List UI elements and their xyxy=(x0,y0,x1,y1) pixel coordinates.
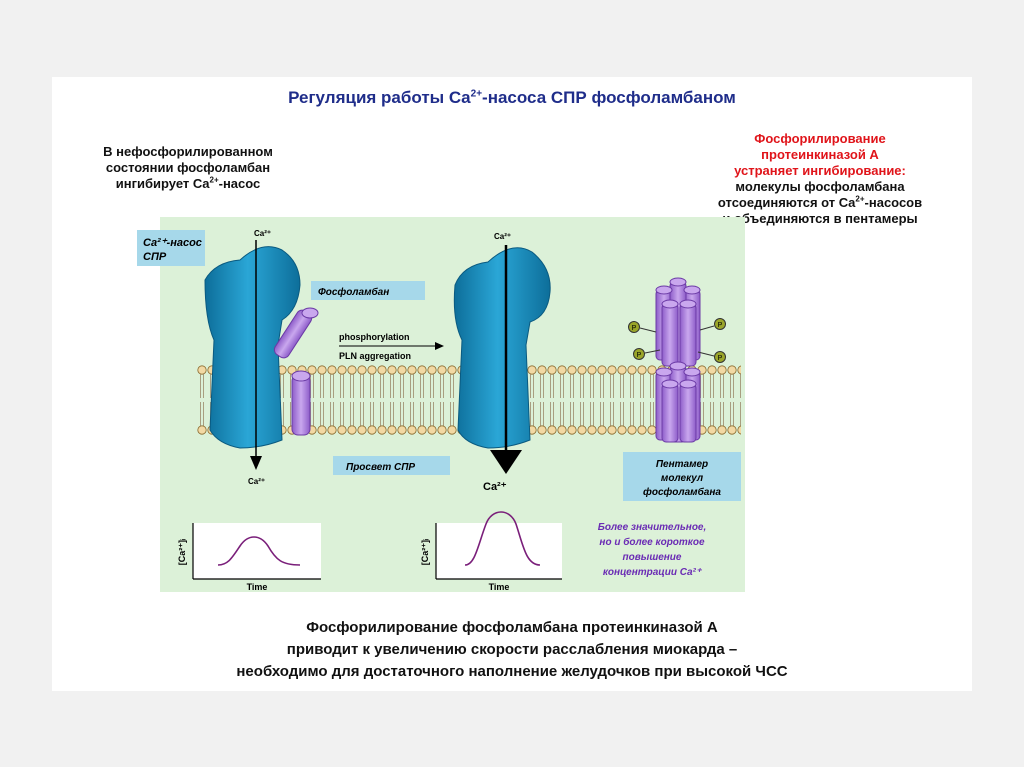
graph-ylabel-left: [Ca²⁺]ᵢ xyxy=(177,538,187,565)
ca-label-top-left: Ca²⁺ xyxy=(254,229,271,238)
ca-flux-arrowhead-right xyxy=(490,450,522,474)
phospholamban-label: Фосфоламбан xyxy=(318,286,389,298)
phosphate-label: P xyxy=(718,355,723,362)
note-line1: Более значительное, xyxy=(598,522,707,533)
conclusion-line2: приводит к увеличению скорости расслабле… xyxy=(0,639,1024,661)
transient-note: Более значительное, но и более короткое … xyxy=(598,522,707,578)
note-line2: но и более короткое xyxy=(599,536,705,548)
pentamer-label-line1: Пентамер xyxy=(656,459,708,470)
ca-transient-graph-left: [Ca²⁺]ᵢ Time xyxy=(177,523,321,592)
pentamer-label-line3: фосфоламбана xyxy=(643,486,721,498)
pentamer-label-line2: молекул xyxy=(661,473,704,484)
conclusion-text: Фосфорилирование фосфоламбана протеинкин… xyxy=(0,617,1024,683)
conclusion-line3: необходимо для достаточного наполнение ж… xyxy=(0,661,1024,683)
note-line3: повышение xyxy=(623,552,682,563)
lumen-label: Просвет СПР xyxy=(346,462,415,473)
graph-ylabel-right: [Ca²⁺]ᵢ xyxy=(420,538,430,565)
conclusion-line1: Фосфорилирование фосфоламбана протеинкин… xyxy=(0,617,1024,639)
ca-label-top-right: Ca²⁺ xyxy=(494,232,511,241)
pump-label-line2: СПР xyxy=(143,251,167,263)
ca-transient-graph-right: [Ca²⁺]ᵢ Time xyxy=(420,512,562,592)
ca-label-bottom-left: Ca²⁺ xyxy=(248,477,265,486)
pump-label-line1: Ca²⁺-насос xyxy=(143,237,202,249)
arrow-label-top: phosphorylation xyxy=(339,332,410,342)
ca-label-bottom-right: Ca²⁺ xyxy=(483,481,507,493)
phosphate-label: P xyxy=(637,352,642,359)
note-line4: концентрации Ca²⁺ xyxy=(603,567,703,578)
graph-xlabel-right: Time xyxy=(489,582,510,592)
ca-flux-arrowhead-left xyxy=(250,456,262,470)
arrow-label-bottom: PLN aggregation xyxy=(339,351,411,361)
phosphate-label: P xyxy=(632,325,637,332)
graph-xlabel-left: Time xyxy=(247,582,268,592)
phosphate-label: P xyxy=(718,322,723,329)
